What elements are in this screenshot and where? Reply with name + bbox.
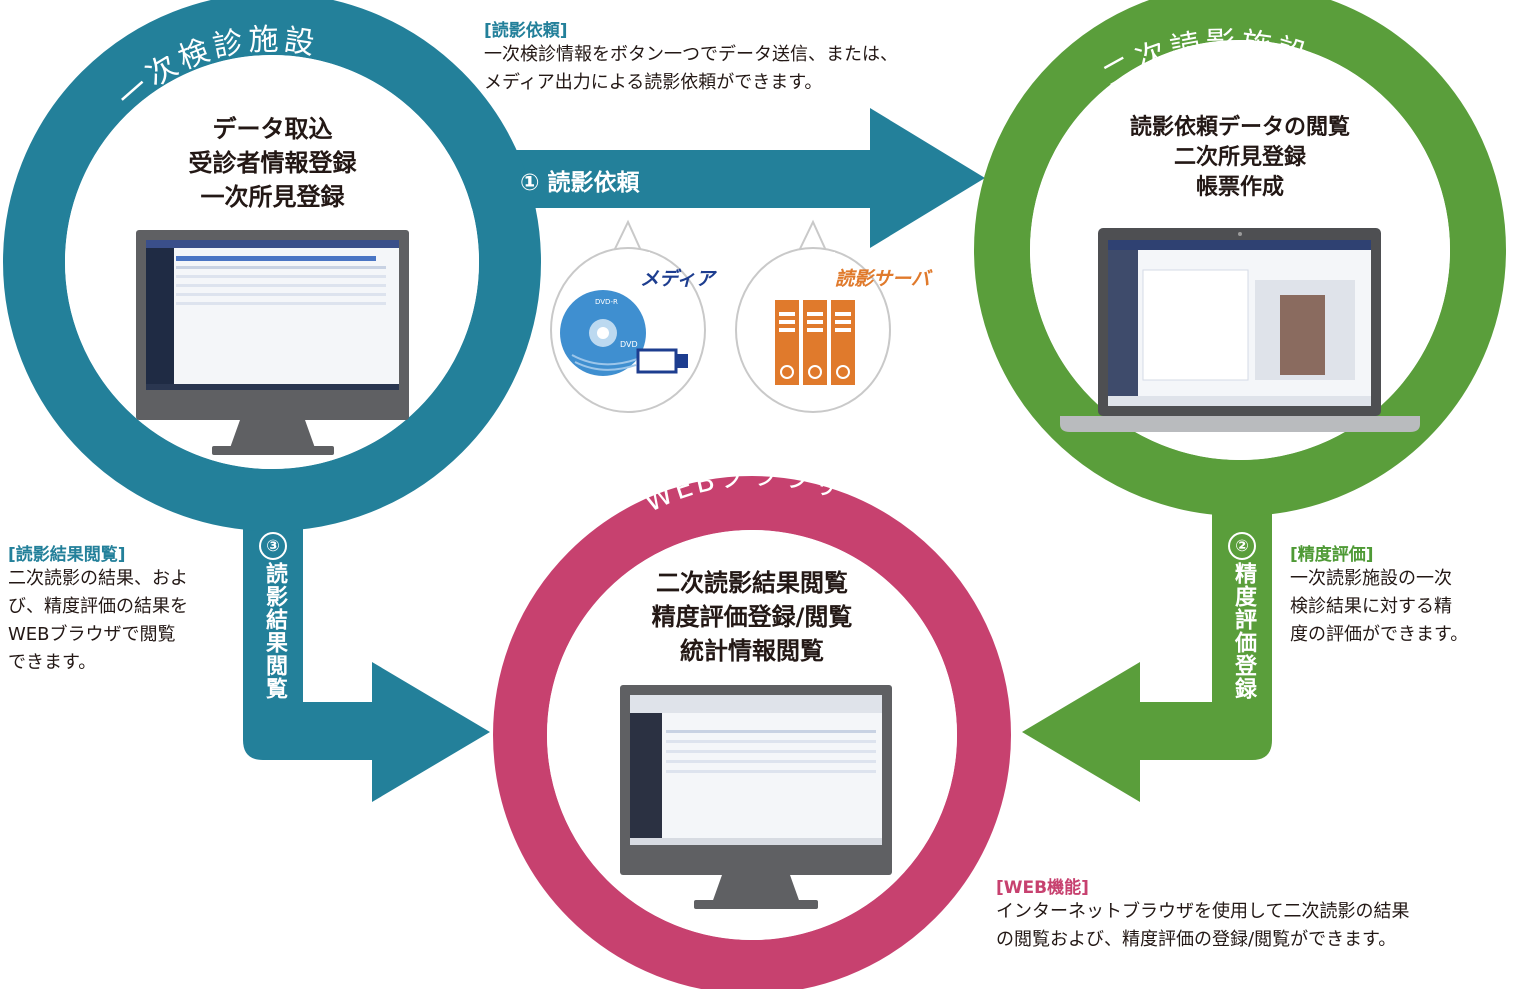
- secondary-laptop-icon: [1060, 228, 1420, 432]
- primary-function-2: 受診者情報登録: [188, 149, 357, 177]
- note-results-line-3: WEBブラウザで閲覧: [8, 624, 176, 645]
- arrow-reading-request-text: 読影依頼: [547, 170, 640, 196]
- note-request-title: [読影依頼]: [484, 21, 568, 41]
- arrow-result-view-number: ③: [259, 532, 287, 560]
- primary-monitor-icon: [136, 230, 409, 455]
- note-results-line-2: び、精度評価の結果を: [8, 596, 188, 617]
- svg-text:DVD-R: DVD-R: [595, 298, 618, 306]
- secondary-function-list: 読影依頼データの閲覧 二次所見登録 帳票作成: [1080, 113, 1400, 203]
- primary-function-3: 一次所見登録: [200, 183, 345, 211]
- note-accuracy: [精度評価] 一次読影施設の一次 検診結果に対する精 度の評価ができます。: [1290, 540, 1510, 649]
- primary-function-list: データ取込 受診者情報登録 一次所見登録: [120, 112, 425, 214]
- note-results: [読影結果閲覧] 二次読影の結果、およ び、精度評価の結果を WEBブラウザで閲…: [8, 540, 233, 677]
- note-request: [読影依頼] 一次検診情報をボタン一つでデータ送信、または、 メディア出力による…: [484, 16, 898, 97]
- note-results-line-1: 二次読影の結果、およ: [8, 568, 188, 589]
- secondary-function-1: 読影依頼データの閲覧: [1129, 115, 1350, 140]
- arrow-reading-request-label: ① 読影依頼: [520, 163, 640, 197]
- note-results-title: [読影結果閲覧]: [8, 545, 126, 565]
- arrow-accuracy-eval-number: ②: [1228, 532, 1256, 560]
- primary-function-1: データ取込: [212, 115, 333, 143]
- dvd-usb-icon: DVD-R DVD: [560, 290, 688, 376]
- web-function-3: 統計情報閲覧: [680, 637, 824, 665]
- note-accuracy-line-1: 一次読影施設の一次: [1290, 568, 1452, 589]
- server-icon: [775, 300, 855, 385]
- arrow-reading-request: [470, 108, 985, 248]
- note-web-line-1: インターネットブラウザを使用して二次読影の結果: [996, 901, 1410, 922]
- secondary-function-3: 帳票作成: [1195, 175, 1284, 200]
- web-function-2: 精度評価登録/閲覧: [651, 603, 853, 631]
- note-web-line-2: の閲覧および、精度評価の登録/閲覧ができます。: [996, 929, 1397, 950]
- server-label: 読影サーバ: [835, 268, 930, 290]
- note-accuracy-line-2: 検診結果に対する精: [1290, 596, 1452, 617]
- arrow-result-view: [243, 490, 490, 802]
- secondary-function-2: 二次所見登録: [1173, 145, 1306, 170]
- note-accuracy-title: [精度評価]: [1290, 545, 1374, 565]
- note-web-title: [WEB機能]: [996, 878, 1089, 898]
- svg-text:DVD: DVD: [620, 340, 638, 349]
- web-monitor-icon: [620, 685, 892, 909]
- web-function-list: 二次読影結果閲覧 精度評価登録/閲覧 統計情報閲覧: [592, 566, 912, 668]
- web-function-1: 二次読影結果閲覧: [656, 569, 848, 597]
- note-results-line-4: できます。: [8, 652, 97, 673]
- note-accuracy-line-3: 度の評価ができます。: [1290, 624, 1469, 645]
- media-label: メディア: [640, 268, 715, 290]
- arrow-result-view-label: 読影結果閲覧: [262, 562, 287, 700]
- arrow-accuracy-eval: [1022, 500, 1272, 802]
- note-web: [WEB機能] インターネットブラウザを使用して二次読影の結果 の閲覧および、精…: [996, 873, 1511, 954]
- arrow-accuracy-eval-label: 精度評価登録: [1231, 562, 1256, 700]
- note-request-line-2: メディア出力による読影依頼ができます。: [484, 72, 823, 93]
- note-request-line-1: 一次検診情報をボタン一つでデータ送信、または、: [484, 44, 898, 65]
- arrow-reading-request-number: ①: [520, 170, 540, 196]
